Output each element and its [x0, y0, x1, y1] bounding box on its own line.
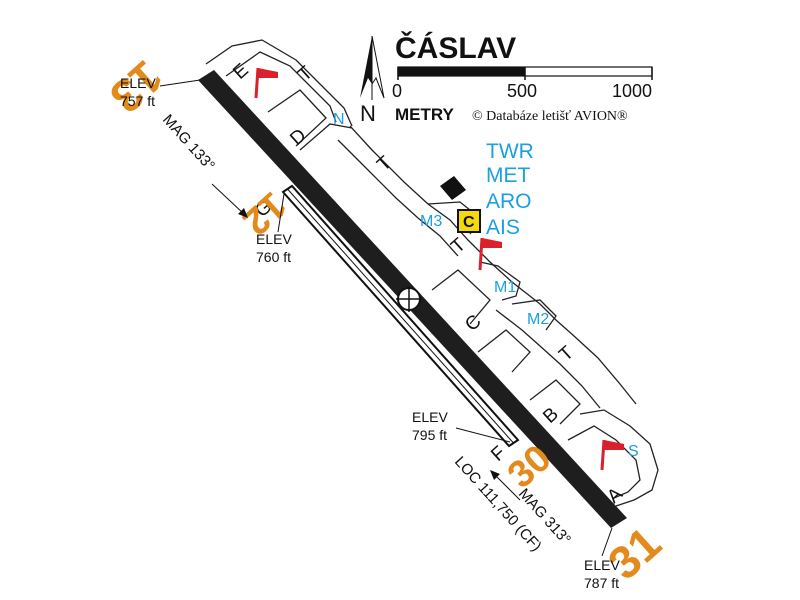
windsock-icon: [254, 67, 278, 99]
windsock-icon: [478, 237, 502, 271]
taxiway-b: B: [539, 404, 562, 428]
scale-label-start: 0: [392, 81, 402, 101]
service-ais: AIS: [486, 216, 520, 239]
taxiway-e: E: [229, 60, 252, 84]
scale-label-mid: 500: [507, 81, 537, 101]
elev-30-label: ELEV: [412, 409, 448, 425]
stand-m1: M1: [494, 279, 516, 296]
aerodrome-reference-point-icon: [396, 286, 422, 312]
stand-m3: M3: [420, 213, 442, 230]
taxiway-t-1: T: [294, 62, 317, 86]
taxiway-d: D: [286, 125, 310, 150]
runway-12-30: [281, 184, 520, 448]
mag-heading-nw: MAG 133°: [159, 111, 218, 174]
service-twr: TWR: [486, 140, 534, 163]
taxiway-c: C: [461, 311, 485, 336]
elev-12-value: 760 ft: [256, 249, 291, 265]
scale-label-end: 1000: [612, 81, 652, 101]
arrow-se-icon: [490, 470, 521, 501]
customs-badge-icon: [457, 209, 481, 233]
service-aro: ARO: [486, 190, 532, 213]
elev-31-value: 787 ft: [584, 575, 619, 591]
elev-13-value: 757 ft: [120, 93, 155, 109]
terminal-building: [440, 176, 466, 200]
windsock-label-north: N: [333, 111, 345, 128]
elev-31-label: ELEV: [584, 557, 620, 573]
windsock-icon: [600, 439, 624, 471]
aerodrome-name: ČÁSLAV: [395, 31, 516, 65]
taxiway-t-3: T: [447, 234, 470, 258]
north-label: N: [360, 101, 376, 126]
scale-unit: METRY: [395, 105, 455, 124]
north-arrow-icon: [360, 35, 385, 100]
elev-13-label: ELEV: [120, 75, 156, 91]
service-met: MET: [486, 164, 531, 187]
elev-12-label: ELEV: [256, 231, 292, 247]
customs-badge-label: C: [463, 214, 475, 231]
elev-30-value: 795 ft: [412, 427, 447, 443]
arrow-nw-icon: [211, 183, 248, 218]
copyright: © Databáze letišť AVION®: [472, 109, 628, 124]
stand-m2: M2: [527, 311, 549, 328]
scale-bar: [397, 66, 653, 80]
windsock-label-south: S: [628, 443, 639, 460]
